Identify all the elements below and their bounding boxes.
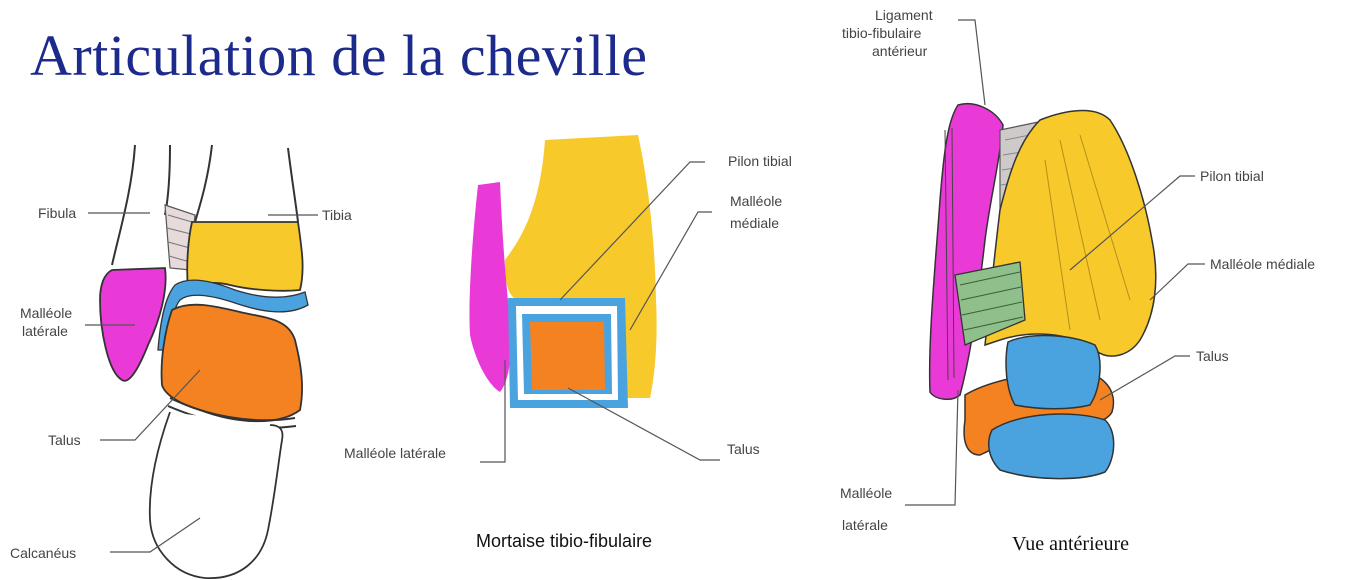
label-fibula: Fibula	[38, 205, 76, 221]
anterior-fibula	[930, 104, 1003, 400]
tibia-shaft-right	[288, 148, 298, 222]
tibia-shaft-left	[195, 145, 212, 222]
fibula-shaft-inner	[165, 145, 170, 215]
label-pilon-tibial-2: Pilon tibial	[1200, 168, 1264, 184]
label-calcaneus: Calcanéus	[10, 545, 76, 561]
calcaneus-bone	[150, 412, 283, 578]
label-ligament-1: Ligament	[875, 7, 933, 23]
label-malleole-laterale-1: Malléole	[20, 305, 72, 321]
label-tibia: Tibia	[322, 207, 352, 223]
label-malleole-laterale: Malléole latérale	[344, 445, 446, 461]
label-talus-3: Talus	[1196, 348, 1229, 364]
figure-anterior-view: Ligament tibio-fibulaire antérieur Pilon…	[840, 7, 1315, 555]
label-malleole-mediale: Malléole médiale	[1210, 256, 1315, 272]
lateral-malleolus	[100, 268, 166, 381]
figure-coronal-section: Fibula Tibia Malléole latérale Talus Cal…	[10, 145, 352, 578]
label-pilon-tibial-1: Pilon tibial	[728, 153, 792, 169]
label-malleole-laterale-2: latérale	[22, 323, 68, 339]
label-malleole-laterale-3: Malléole	[840, 485, 892, 501]
label-talus-2: Talus	[727, 441, 760, 457]
anterior-talus-dome	[1006, 336, 1100, 409]
caption-anterior: Vue antérieure	[1012, 533, 1129, 555]
caption-mortise: Mortaise tibio-fibulaire	[476, 531, 652, 551]
fibula-shaft-outer	[112, 145, 135, 265]
figure-mortise: Pilon tibial Malléole médiale Malléole l…	[344, 135, 792, 551]
label-malleole-mediale-1: Malléole	[730, 193, 782, 209]
label-talus-1: Talus	[48, 432, 81, 448]
label-ligament-3: antérieur	[872, 43, 928, 59]
label-malleole-laterale-4: latérale	[842, 517, 888, 533]
label-malleole-mediale-2: médiale	[730, 215, 779, 231]
mortise-talus	[530, 322, 605, 390]
label-ligament-2: tibio-fibulaire	[842, 25, 922, 41]
anterior-calcaneus	[989, 414, 1114, 479]
